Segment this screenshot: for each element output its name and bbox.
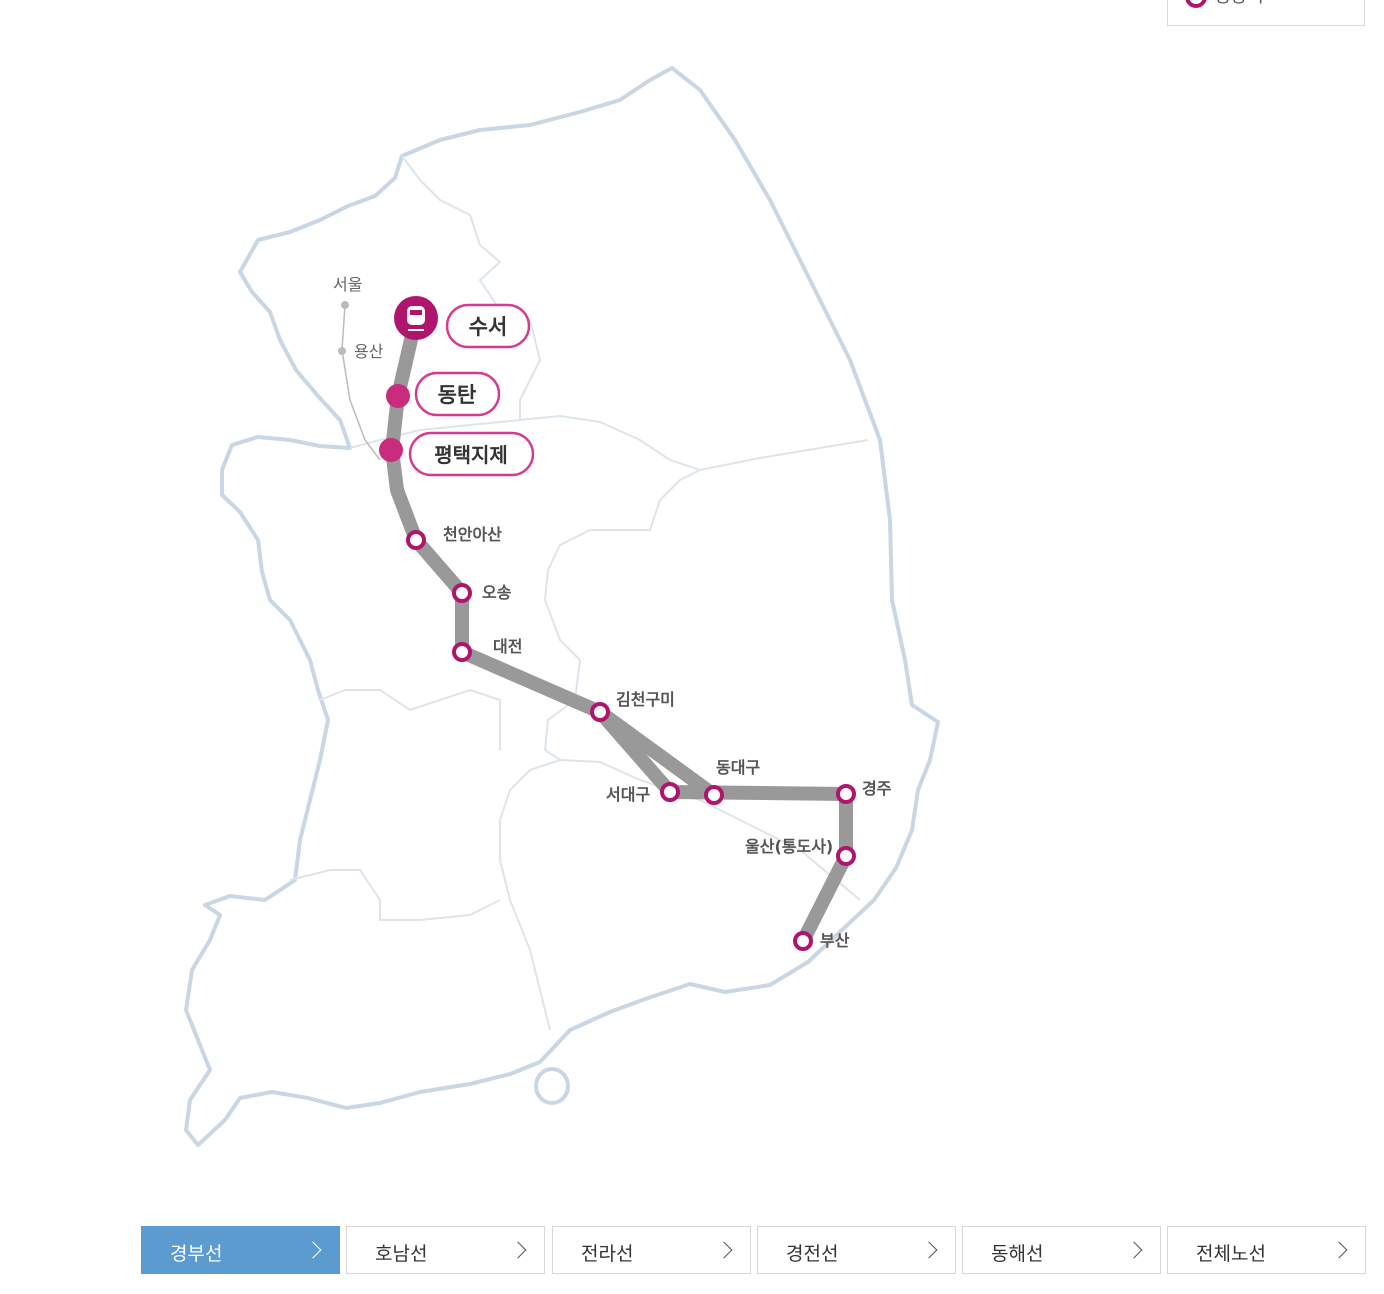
province-borders bbox=[289, 155, 869, 1031]
station-osong[interactable] bbox=[452, 583, 472, 603]
station-label-daejeon: 대전 bbox=[493, 637, 522, 656]
station-busan[interactable] bbox=[793, 931, 813, 951]
tab-label: 경부선 bbox=[170, 1243, 223, 1265]
tab-gyeongjeon[interactable]: 경전선 bbox=[757, 1226, 956, 1274]
tab-label: 전라선 bbox=[581, 1243, 634, 1265]
station-label-ulsan: 울산(통도사) bbox=[745, 837, 833, 856]
tab-label: 경전선 bbox=[786, 1243, 839, 1265]
chevron-right-icon bbox=[1125, 1241, 1143, 1259]
station-daejeon[interactable] bbox=[452, 642, 472, 662]
label-pill-dongtan[interactable]: 동탄 bbox=[414, 371, 501, 417]
seoul-dot bbox=[341, 301, 349, 309]
tab-label: 호남선 bbox=[375, 1243, 428, 1265]
station-label-busan: 부산 bbox=[820, 931, 850, 950]
origin-station[interactable] bbox=[394, 296, 438, 340]
city-label-yongsan: 용산 bbox=[354, 342, 384, 361]
legend-label: 정왕역 bbox=[1214, 0, 1264, 8]
chevron-right-icon bbox=[509, 1241, 527, 1259]
label-pill-pyeongtaek[interactable]: 평택지제 bbox=[408, 431, 535, 477]
line-tabs: 경부선 호남선 전라선 경전선 동해선 전체노선 bbox=[141, 1226, 1367, 1274]
tab-gyeongbu[interactable]: 경부선 bbox=[141, 1226, 340, 1274]
tab-jeolla[interactable]: 전라선 bbox=[552, 1226, 751, 1274]
station-dongdaegu[interactable] bbox=[704, 785, 724, 805]
chevron-right-icon bbox=[715, 1241, 733, 1259]
station-label-dongdaegu: 동대구 bbox=[716, 758, 760, 777]
station-pyeongtaek[interactable] bbox=[379, 438, 403, 462]
station-dongtan[interactable] bbox=[386, 384, 410, 408]
route-map: 서울 용산 수서 동탄 평택지제 천안아산 오송 대전 김천 bbox=[184, 66, 940, 1147]
station-ulsan[interactable] bbox=[836, 846, 856, 866]
tab-donghae[interactable]: 동해선 bbox=[962, 1226, 1161, 1274]
station-label-seodaegu: 서대구 bbox=[606, 785, 650, 804]
korea-outline bbox=[184, 66, 940, 1147]
jeju-island bbox=[534, 1067, 570, 1105]
station-seodaegu[interactable] bbox=[660, 782, 680, 802]
station-cheonan[interactable] bbox=[406, 530, 426, 550]
station-label-gyeongju: 경주 bbox=[862, 779, 892, 798]
seoul-yongsan-line bbox=[341, 304, 381, 461]
tab-label: 동해선 bbox=[991, 1243, 1044, 1265]
chevron-right-icon bbox=[304, 1241, 322, 1259]
tab-label: 전체노선 bbox=[1196, 1243, 1266, 1265]
station-label-cheonan: 천안아산 bbox=[443, 525, 502, 544]
major-station-label: 수서 bbox=[469, 315, 508, 339]
station-label-osong: 오송 bbox=[482, 583, 512, 602]
train-icon bbox=[407, 306, 425, 325]
tab-honam[interactable]: 호남선 bbox=[346, 1226, 545, 1274]
station-label-gimcheon: 김천구미 bbox=[616, 690, 675, 709]
chevron-right-icon bbox=[920, 1241, 938, 1259]
major-station-label: 평택지제 bbox=[434, 443, 508, 467]
legend-box: 정왕역 bbox=[1167, 0, 1365, 26]
station-gyeongju[interactable] bbox=[836, 784, 856, 804]
station-gimcheon[interactable] bbox=[590, 702, 610, 722]
tab-all-lines[interactable]: 전체노선 bbox=[1167, 1226, 1366, 1274]
gyeongbu-route-branch bbox=[593, 705, 721, 802]
yongsan-dot bbox=[338, 347, 346, 355]
chevron-right-icon bbox=[1330, 1241, 1348, 1259]
major-station-label: 동탄 bbox=[438, 383, 477, 407]
label-pill-suseo[interactable]: 수서 bbox=[445, 303, 531, 349]
city-label-seoul: 서울 bbox=[333, 275, 362, 294]
